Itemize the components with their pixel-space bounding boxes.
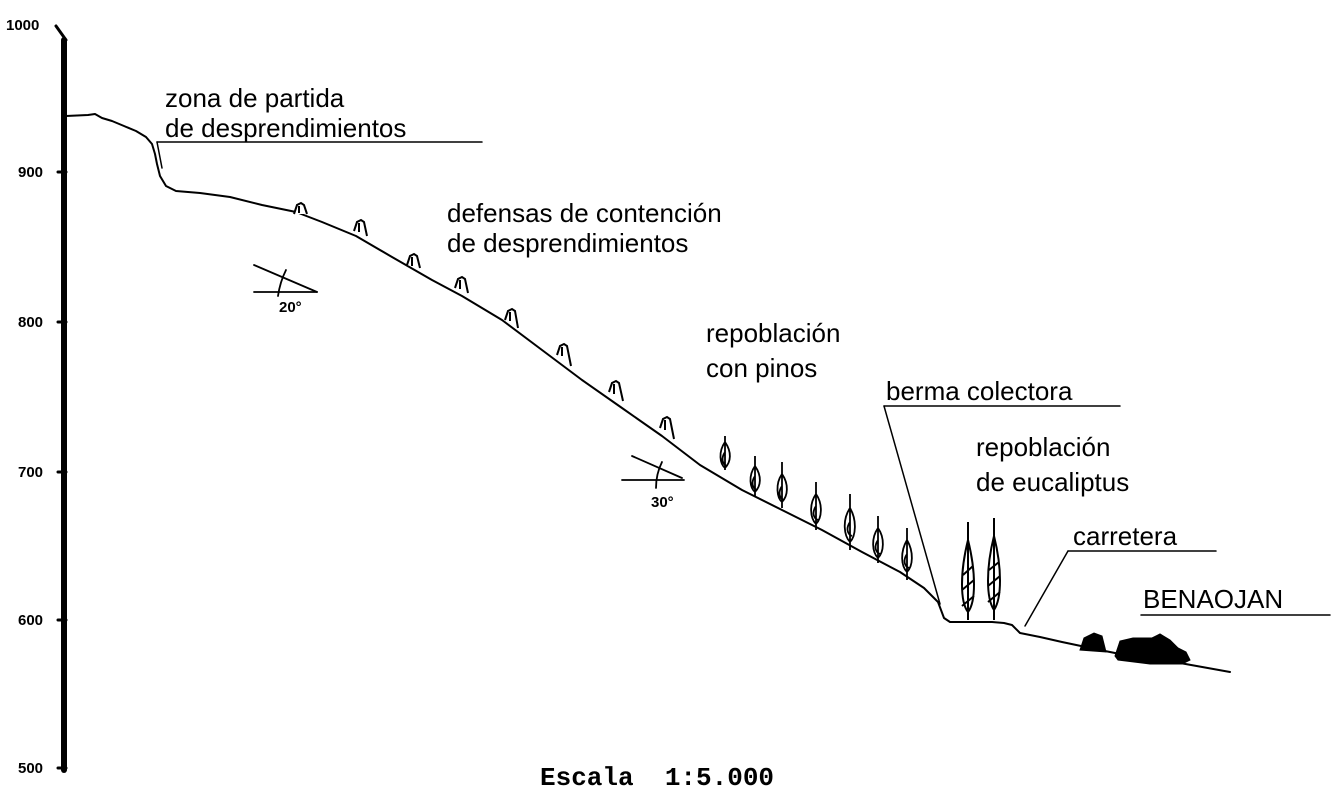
barrier bbox=[608, 379, 624, 402]
slope-angle-lower: 30° bbox=[621, 455, 685, 511]
berma-leader-line bbox=[883, 405, 941, 605]
pinos-label-line1: repoblación bbox=[706, 318, 840, 348]
tick-label-800: 800 bbox=[18, 314, 43, 331]
barrier bbox=[293, 201, 308, 215]
eucalyptus-tree bbox=[987, 518, 1001, 620]
barrier bbox=[406, 252, 421, 269]
tick-label-600: 600 bbox=[18, 612, 43, 629]
berma-label: berma colectora bbox=[886, 376, 1073, 406]
tick-marks bbox=[54, 24, 68, 770]
pine-tree bbox=[776, 462, 788, 508]
zona-leader-line bbox=[156, 141, 163, 169]
building bbox=[1114, 633, 1191, 665]
barrier bbox=[504, 307, 519, 329]
town-label: BENAOJAN bbox=[1143, 584, 1283, 614]
terrain-profile bbox=[65, 113, 1231, 673]
eucaliptus-label-line2: de eucaliptus bbox=[976, 467, 1129, 497]
carretera-label: carretera bbox=[1073, 521, 1178, 551]
zona-label-line2: de desprendimientos bbox=[165, 113, 406, 143]
barrier bbox=[353, 218, 368, 237]
pine-tree bbox=[843, 494, 856, 550]
building bbox=[1079, 632, 1107, 653]
scale-label: Escala 1:5.000 bbox=[540, 763, 774, 793]
zona-label-line1: zona de partida bbox=[165, 83, 345, 113]
slope-angle-upper: 20° bbox=[253, 264, 318, 316]
pine-trees bbox=[719, 436, 913, 580]
angle-label-30: 30° bbox=[651, 494, 674, 511]
elevation-axis: 1000 900 800 700 600 500 bbox=[6, 17, 68, 777]
defensas-label-line1: defensas de contención bbox=[447, 198, 722, 228]
defensas-label-line2: de desprendimientos bbox=[447, 228, 688, 258]
carretera-leader-line bbox=[1024, 550, 1069, 627]
eucalyptus-trees bbox=[961, 518, 1001, 620]
barrier bbox=[556, 342, 572, 367]
pine-tree bbox=[872, 516, 884, 563]
tick-label-500: 500 bbox=[18, 760, 43, 777]
angle-label-20: 20° bbox=[279, 299, 302, 316]
pine-tree bbox=[719, 436, 731, 470]
barrier bbox=[659, 415, 675, 440]
tick-label-1000: 1000 bbox=[6, 17, 39, 34]
pine-tree bbox=[901, 528, 913, 580]
pine-tree bbox=[810, 482, 822, 530]
town-buildings bbox=[1079, 632, 1191, 665]
pinos-label-line2: con pinos bbox=[706, 353, 817, 383]
pine-tree bbox=[749, 456, 761, 496]
eucaliptus-label-line1: repoblación bbox=[976, 432, 1110, 462]
eucalyptus-tree bbox=[961, 522, 975, 620]
containment-barriers bbox=[293, 201, 675, 440]
tick-label-700: 700 bbox=[18, 464, 43, 481]
tick-label-900: 900 bbox=[18, 164, 43, 181]
barrier bbox=[454, 275, 469, 294]
